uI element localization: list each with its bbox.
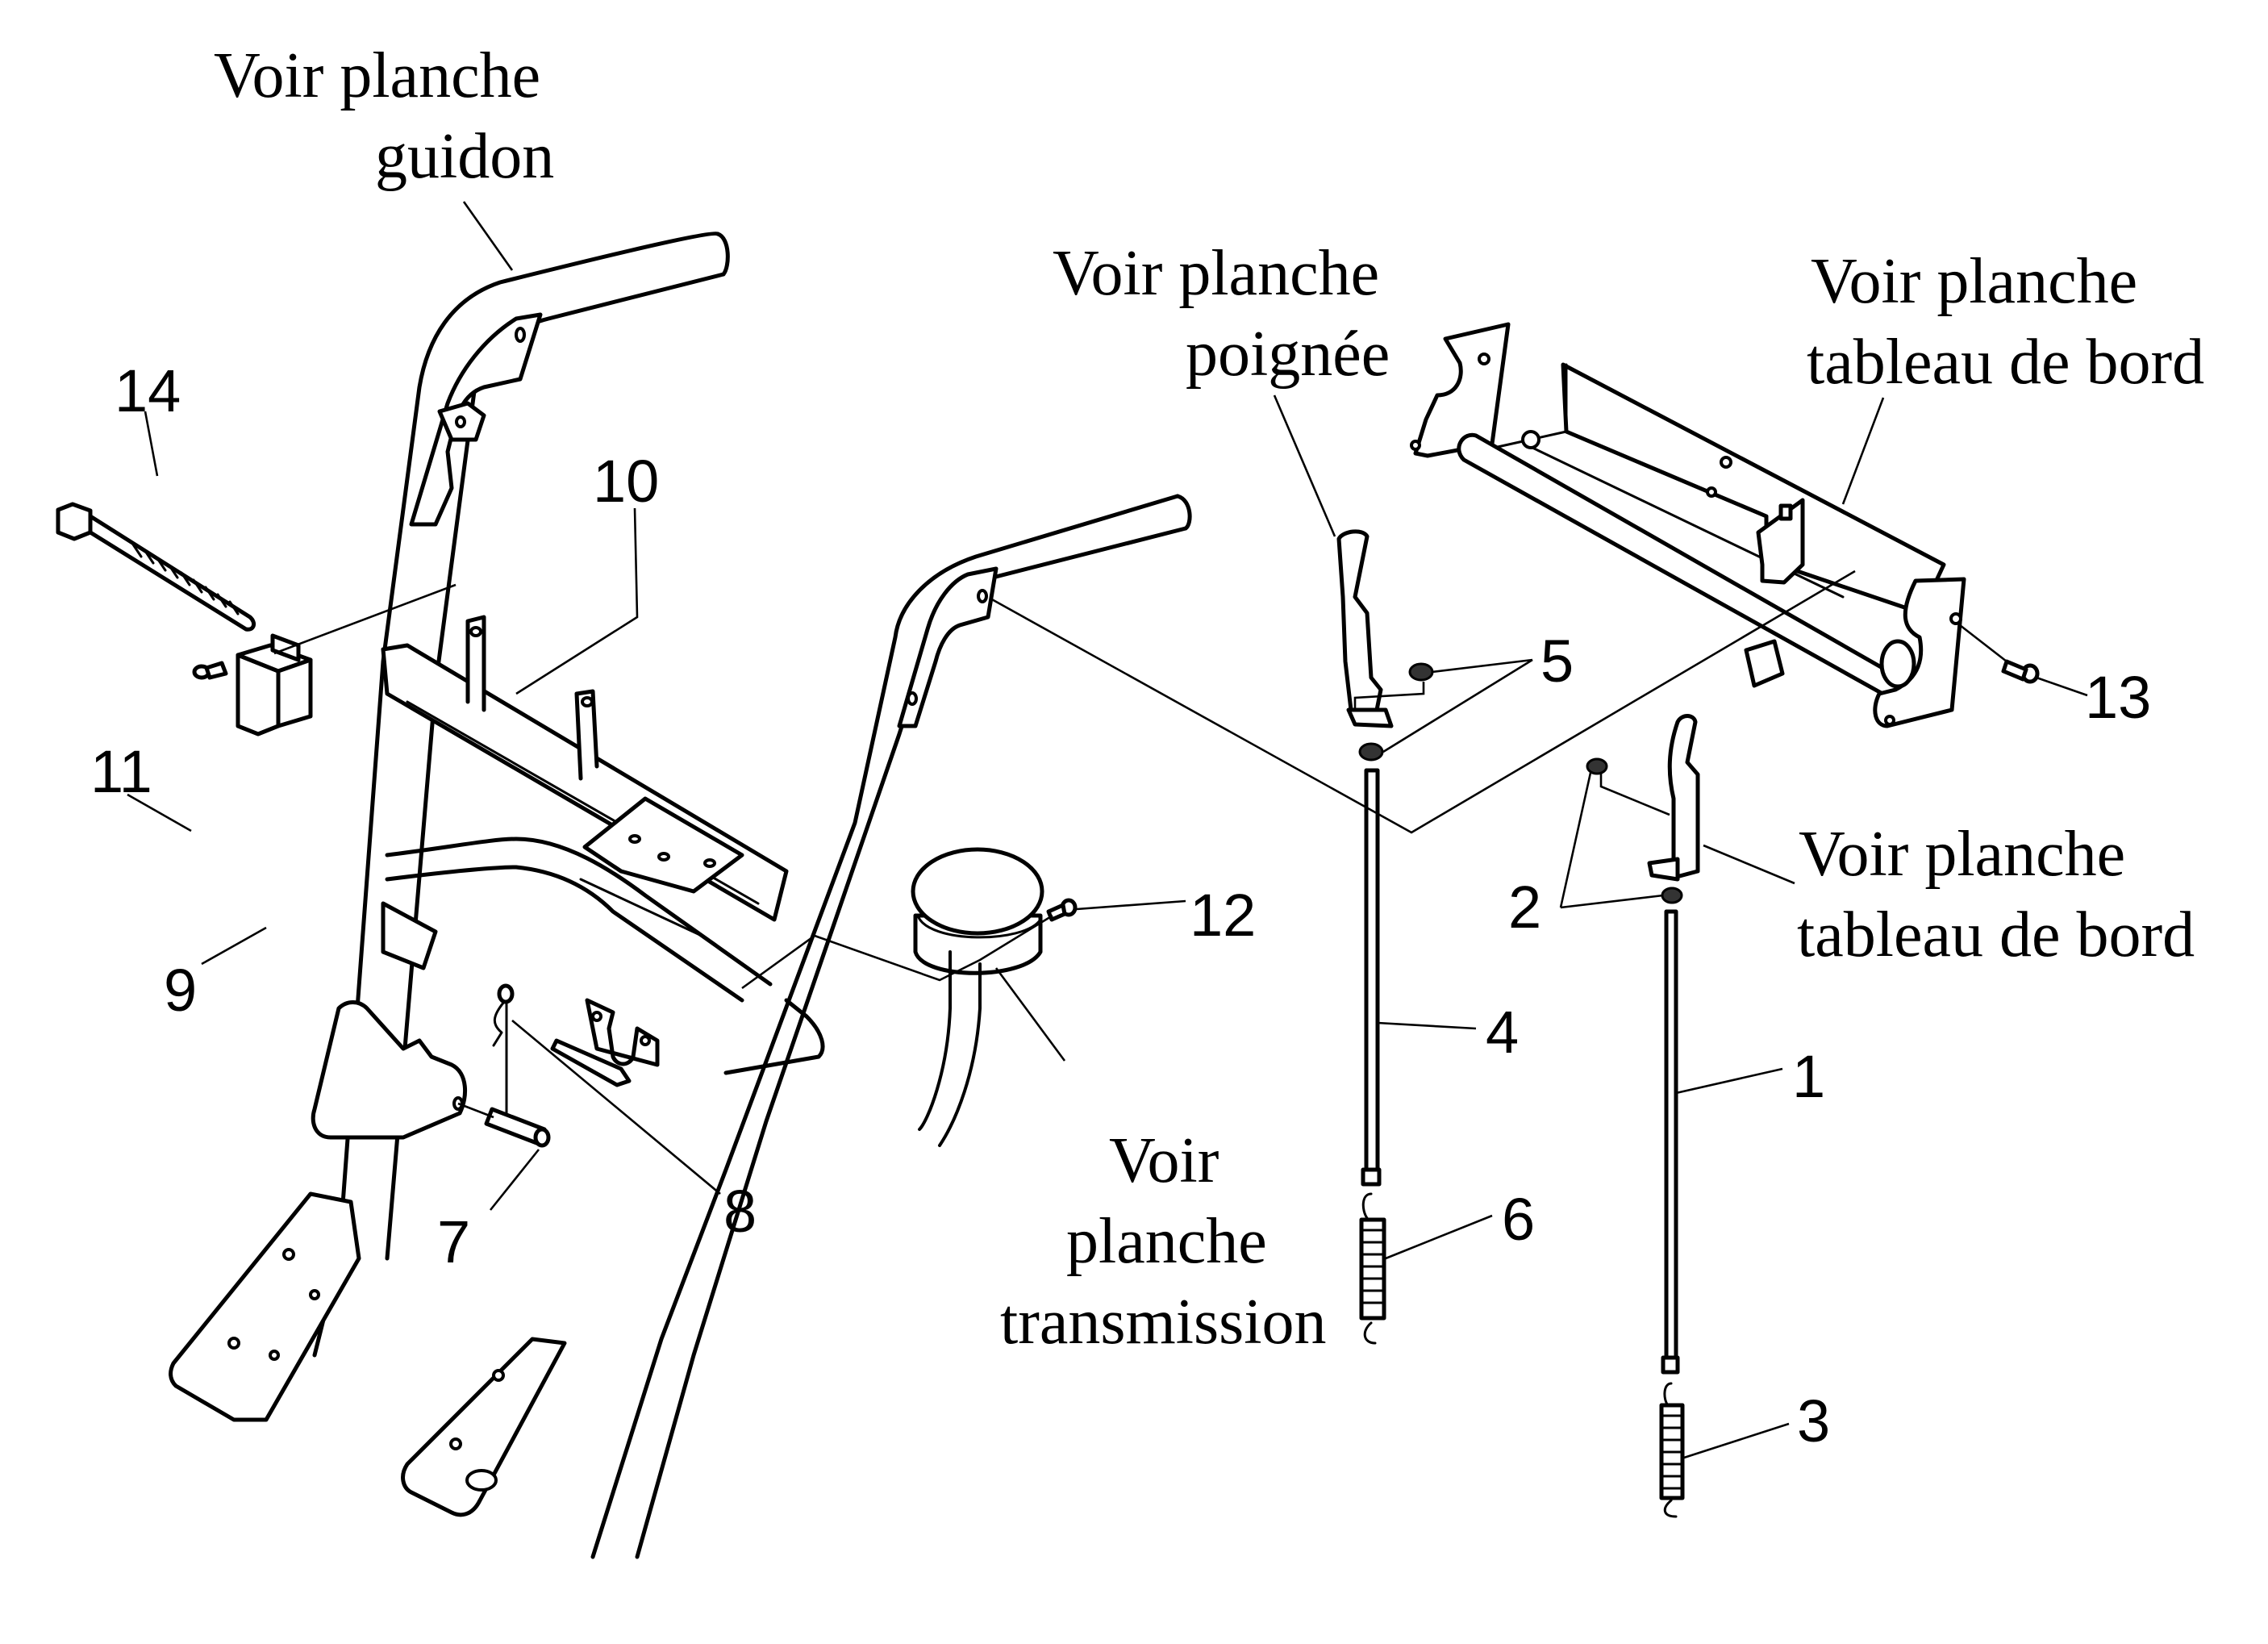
reference-line: Voir planche — [1053, 238, 1379, 309]
callout-14: 14 — [115, 357, 181, 424]
rod-part-4 — [1361, 768, 1382, 1187]
callout-13: 13 — [2085, 664, 2151, 731]
relay-box-part-9 — [236, 633, 313, 736]
reference-guidon: Voir planche guidon — [214, 40, 554, 192]
reference-line: Voir planche — [214, 40, 540, 111]
callout-4: 4 — [1486, 999, 1519, 1066]
nut-part-5-lower — [1358, 742, 1384, 761]
pin-part-7 — [484, 1107, 551, 1148]
reference-line: Voir planche — [1799, 819, 2125, 890]
callout-7: 7 — [437, 1208, 470, 1275]
callout-6: 6 — [1502, 1186, 1535, 1253]
right-handle-frame — [401, 494, 1192, 1559]
callout-1: 1 — [1792, 1043, 1825, 1110]
reference-line: tableau de bord — [1797, 899, 2195, 970]
callout-5: 5 — [1540, 628, 1574, 695]
reference-line: poignée — [1186, 319, 1390, 390]
reference-line: transmission — [1000, 1287, 1326, 1358]
spring-part-3 — [1659, 1382, 1685, 1518]
reference-line: guidon — [375, 121, 554, 192]
reference-line: Voir planche — [1811, 246, 2137, 317]
reference-tableau-top: Voir planche tableau de bord — [1807, 246, 2204, 398]
callout-9: 9 — [164, 957, 197, 1024]
screw-part-13 — [2001, 659, 2040, 684]
screw-part-11 — [192, 661, 228, 680]
clip-part-8 — [492, 983, 515, 1115]
dashboard-bracket — [1410, 322, 1966, 728]
spring-part-6 — [1359, 1192, 1386, 1345]
callout-10: 10 — [593, 448, 659, 515]
callout-3: 3 — [1797, 1387, 1830, 1454]
callout-8: 8 — [723, 1178, 757, 1245]
nut-part-5-upper — [1408, 662, 1434, 682]
transmission-cup — [911, 847, 1044, 1147]
cable-tie-part-14 — [56, 502, 256, 632]
reference-line: Voir — [1109, 1125, 1219, 1196]
callout-11: 11 — [90, 738, 152, 805]
callout-2: 2 — [1508, 874, 1541, 941]
rod-part-1 — [1661, 909, 1680, 1375]
tab-bracket — [550, 998, 660, 1087]
left-handlebar-frame — [169, 232, 789, 1422]
nut-part-2-upper — [1586, 757, 1608, 775]
reference-line: planche — [1066, 1206, 1267, 1277]
reference-transmission: Voir planche transmission — [1000, 1125, 1326, 1358]
reference-tableau-right: Voir planche tableau de bord — [1797, 819, 2195, 970]
lever-tableau — [1647, 714, 1700, 882]
nut-part-2-lower — [1661, 887, 1683, 904]
leader-lines — [127, 201, 2088, 1459]
reference-poignee: Voir planche poignée — [1053, 238, 1390, 390]
callout-12: 12 — [1190, 882, 1256, 949]
reference-line: tableau de bord — [1807, 327, 2204, 398]
